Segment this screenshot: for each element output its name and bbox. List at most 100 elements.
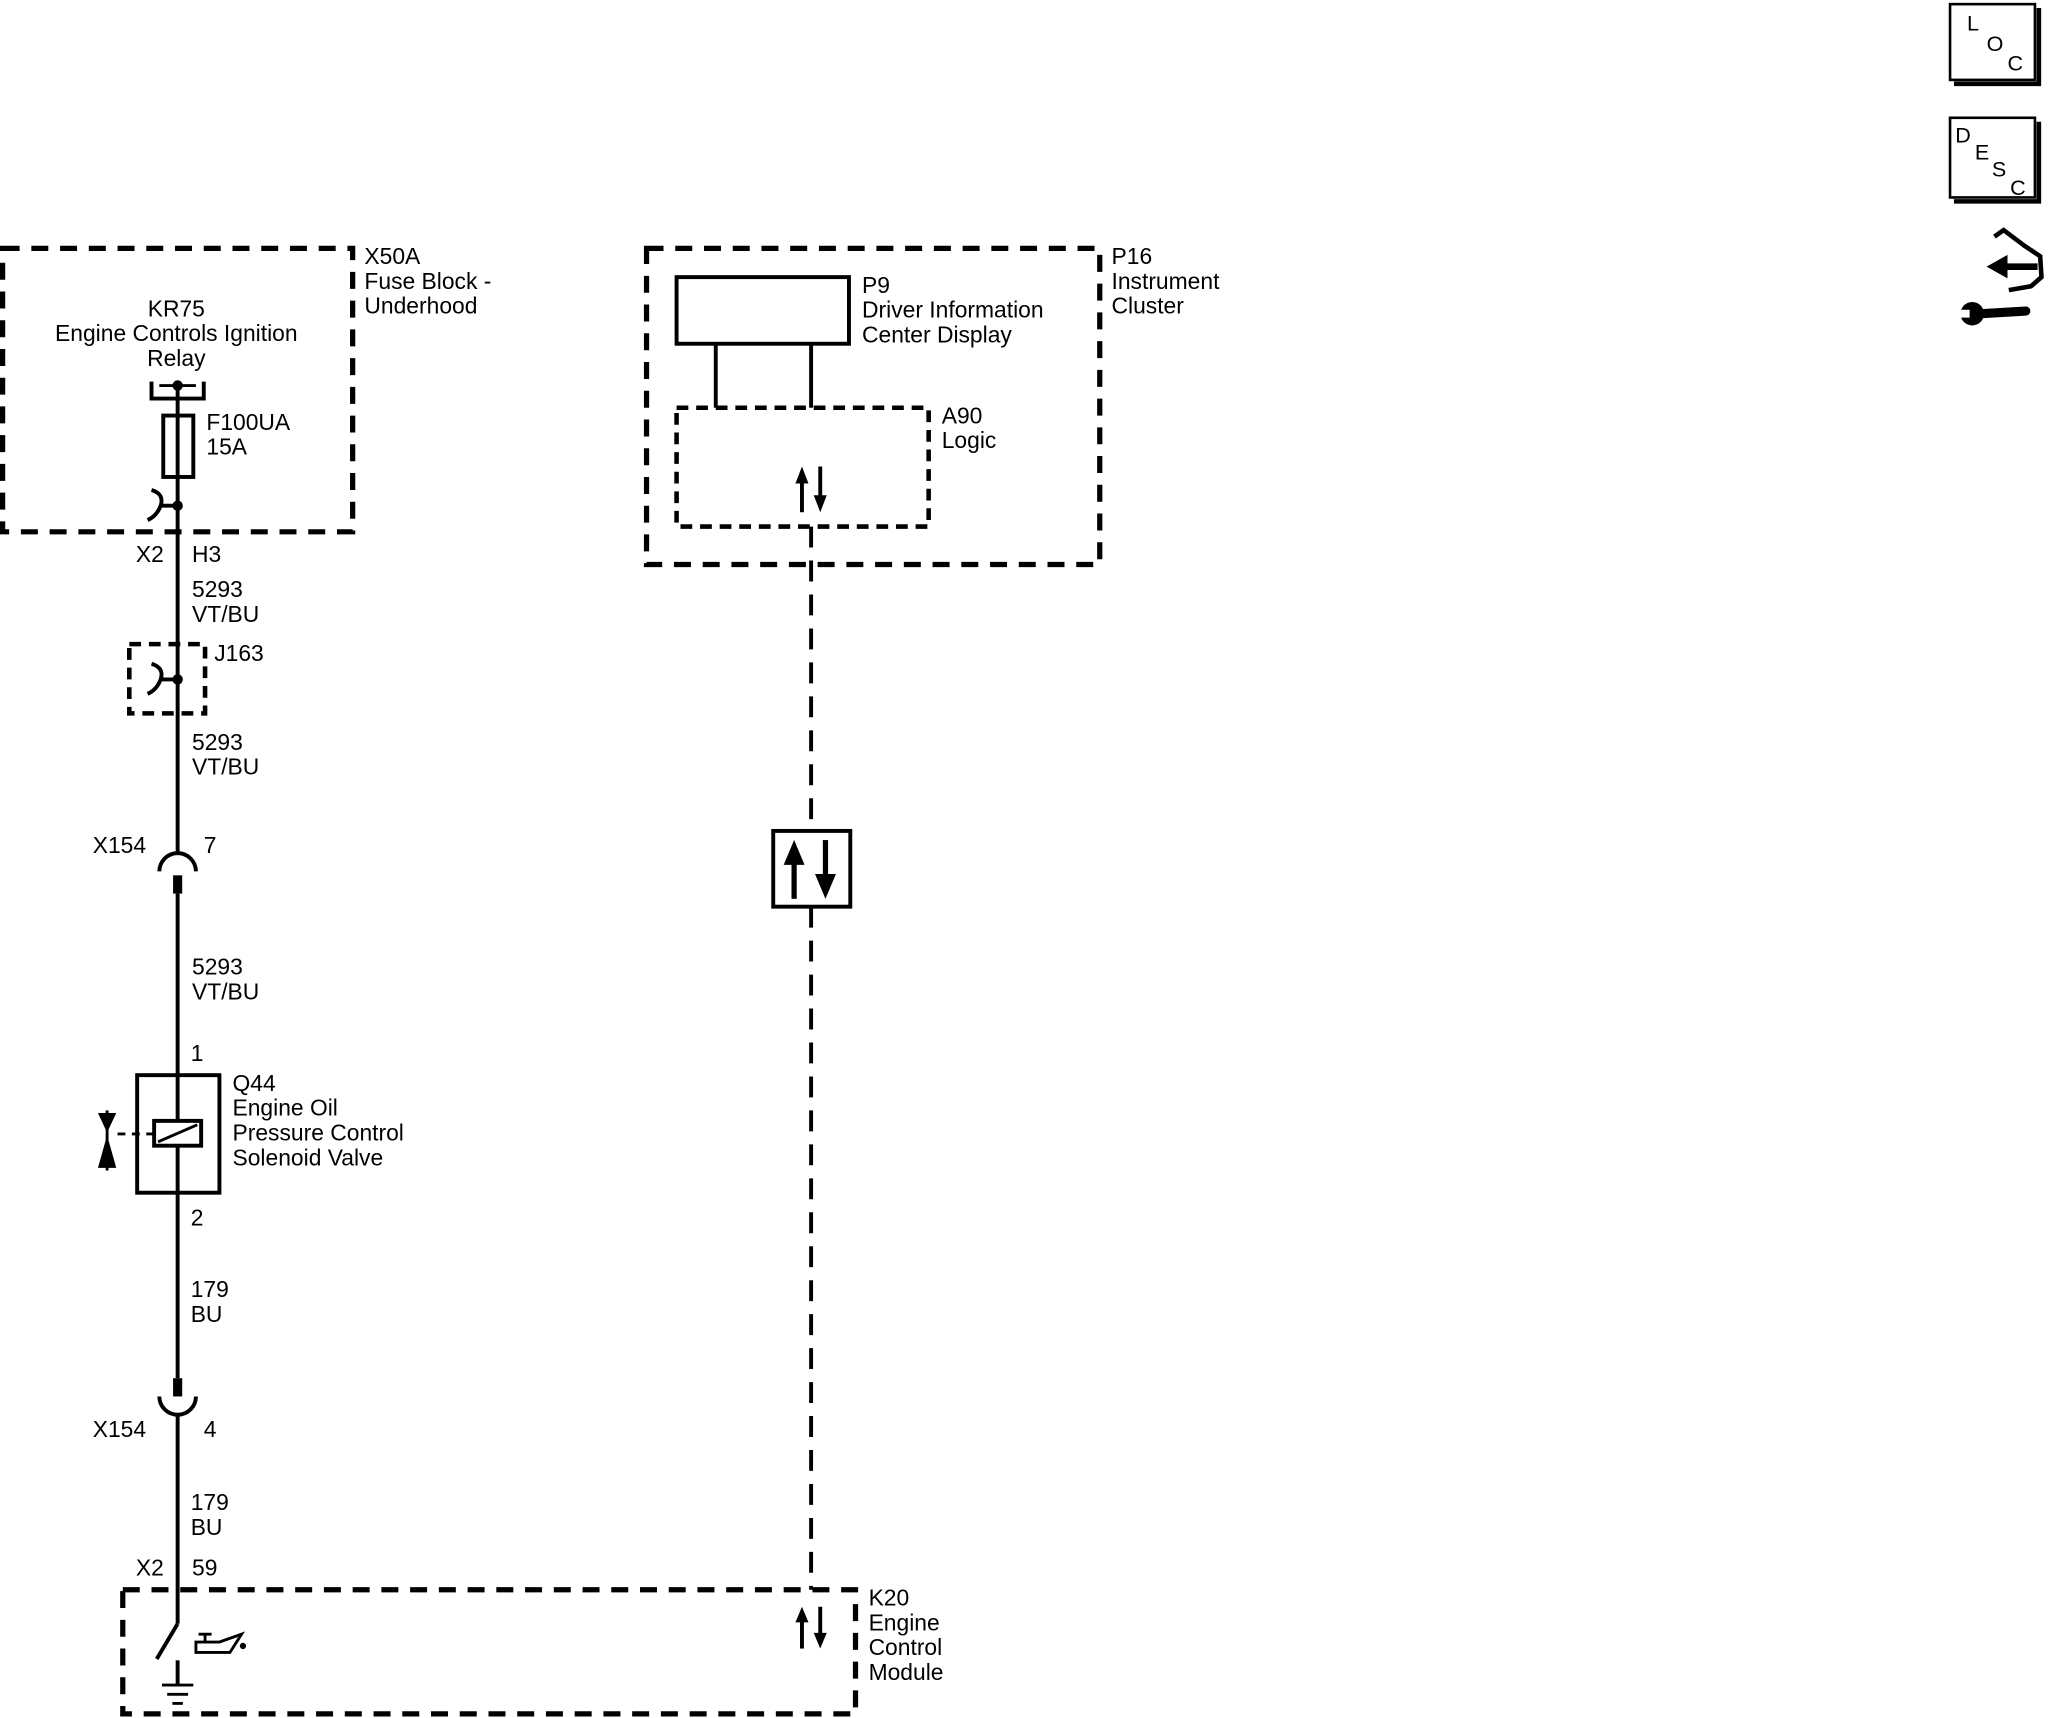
wire-color-label: VT/BU: [192, 754, 259, 780]
p16-ref-label: P16: [1112, 243, 1153, 269]
desc-letter-s: S: [1992, 157, 2006, 182]
valve-icon: [97, 1110, 117, 1171]
k20-name-line-3: Module: [869, 1659, 944, 1685]
desc-letter-e: E: [1975, 140, 1989, 165]
p9-display-symbol: [674, 275, 851, 346]
diagnostic-procedure-icon[interactable]: [1959, 227, 2044, 326]
wire-circuit-label: 5293: [192, 576, 243, 602]
valve-triangle-bottom: [97, 1135, 117, 1168]
p9-to-a90-links: [713, 343, 814, 408]
p9-name-line-2: Center Display: [862, 321, 1012, 347]
desc-button-frame[interactable]: [1948, 116, 2037, 199]
loc-button[interactable]: L O C: [1948, 2, 2042, 87]
q44-name-line-2: Pressure Control: [232, 1119, 403, 1145]
p16-name-line-1: Instrument: [1112, 268, 1221, 294]
f100ua-rating-label: 15A: [206, 434, 247, 460]
f100ua-ref-label: F100UA: [206, 409, 291, 435]
connector-x154-pin-label: 7: [204, 832, 217, 858]
serial-data-box: [771, 828, 853, 909]
pressure-switch-arm: [155, 1622, 180, 1660]
connector-x2-pin-label: H3: [192, 541, 221, 567]
connector-x2-ref-label: X2: [136, 541, 164, 567]
ground-icon: [161, 1683, 194, 1705]
desc-button[interactable]: D E S C: [1948, 116, 2042, 204]
connector-x154-pin-label: 4: [204, 1416, 217, 1442]
wrench-jaw-notch: [1959, 309, 1970, 318]
j163-node: [172, 674, 183, 685]
kr75-ref-label: KR75: [148, 295, 205, 321]
k20-name-line-2: Control: [869, 1634, 943, 1660]
q44-name-line-3: Solenoid Valve: [232, 1144, 383, 1170]
arrow-up-icon: [795, 1606, 809, 1623]
arrow-down-icon: [813, 1632, 827, 1649]
valve-triangle-top: [97, 1113, 117, 1133]
k20-boundary: [120, 1587, 859, 1717]
k20-name-line-1: Engine: [869, 1609, 940, 1635]
desc-letter-d: D: [1955, 123, 1971, 148]
arrow-up-icon: [795, 466, 809, 484]
wire-color-label: BU: [191, 1514, 223, 1540]
x50a-name-line-2: Underhood: [364, 293, 477, 319]
q44-name-line-1: Engine Oil: [232, 1095, 337, 1121]
wire-circuit-label: 179: [191, 1276, 229, 1302]
hand-pointer-outline: [1993, 227, 2044, 293]
x50a-name-line-1: Fuse Block -: [364, 268, 491, 294]
p9-ref-label: P9: [862, 272, 890, 298]
x50a-ref-label: X50A: [364, 243, 421, 269]
q44-pin-1-label: 1: [191, 1040, 204, 1066]
connector-x154-pin-7: X154 7: [93, 832, 217, 894]
solenoid-coil-diagonal: [157, 1123, 198, 1144]
arrow-down-icon: [813, 495, 827, 513]
kr75-name-line-2: Relay: [147, 345, 206, 371]
loc-button-shadow: [1953, 8, 2042, 87]
connector-x154-ref-label: X154: [93, 832, 147, 858]
arrow-left-icon: [1986, 254, 2008, 279]
loc-letter-l: L: [1967, 10, 1979, 35]
wrench-head-icon: [1960, 301, 1984, 326]
serial-arrow-up-icon: [783, 840, 805, 865]
desc-letter-c: C: [2010, 175, 2026, 200]
wire-color-label: BU: [191, 1301, 223, 1327]
p9-name-line-1: Driver Information: [862, 297, 1044, 323]
wire-circuit-label: 179: [191, 1489, 229, 1515]
wire-circuit-label: 5293: [192, 954, 243, 980]
connector-x154-pin-4: X154 4: [93, 1378, 217, 1442]
wire-color-label: VT/BU: [192, 601, 259, 627]
connector-x154-ref-label: X154: [93, 1416, 147, 1442]
a90-ref-label: A90: [942, 402, 983, 428]
female-terminal-curve: [146, 488, 164, 522]
oil-can-icon: [194, 1631, 247, 1654]
bidirectional-data-arrows-icon: [795, 466, 827, 513]
wire-color-label: VT/BU: [192, 978, 259, 1004]
loc-letter-c: C: [2008, 51, 2024, 76]
j163-ref-label: J163: [214, 640, 264, 666]
female-connector-arc: [157, 1396, 198, 1417]
a90-name-line-1: Logic: [942, 427, 997, 453]
female-connector-arc: [157, 851, 198, 872]
j163-terminal-curve: [146, 661, 164, 696]
kr75-name-line-1: Engine Controls Ignition: [55, 320, 298, 346]
oil-can-body: [194, 1631, 246, 1654]
engine-control-module-k20: K20 Engine Control Module: [120, 1584, 944, 1717]
serial-data-symbol: [771, 828, 853, 909]
fuse-block-x50a: X50A Fuse Block - Underhood KR75 Engine …: [0, 243, 491, 535]
k20-ref-label: K20: [869, 1584, 910, 1610]
connector-x2-ref-label: X2: [136, 1554, 164, 1580]
q44-ref-label: Q44: [232, 1070, 275, 1096]
p16-name-line-2: Cluster: [1112, 293, 1185, 319]
connector-x2-pin-label: 59: [192, 1554, 217, 1580]
wrench-handle: [1976, 306, 2031, 319]
serial-arrow-down-icon: [815, 874, 836, 899]
j163-boundary: [127, 641, 208, 716]
a90-boundary: [674, 405, 931, 529]
instrument-cluster-p16: P16 Instrument Cluster P9 Driver Informa…: [643, 243, 1221, 568]
solenoid-valve-q44: 1 Q44 Engine Oil Pressure Control Soleno…: [97, 1040, 404, 1230]
loc-letter-o: O: [1987, 31, 2004, 56]
splice-j163: J163: [127, 640, 264, 716]
desc-button-shadow: [1953, 121, 2042, 204]
oil-drop: [239, 1642, 247, 1650]
wire-circuit-label: 5293: [192, 729, 243, 755]
p16-boundary: [643, 245, 1103, 568]
loc-button-frame[interactable]: [1948, 2, 2037, 82]
